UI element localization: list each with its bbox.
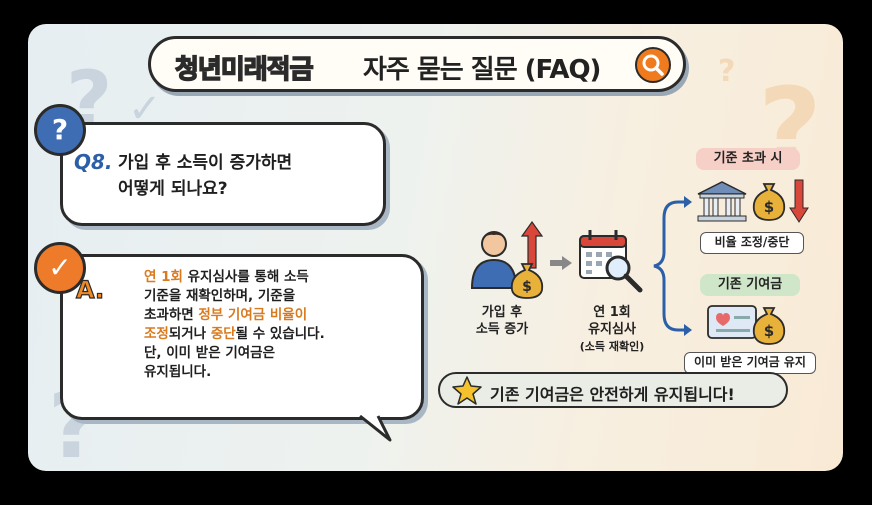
bg-question-mark: ? [718, 54, 736, 89]
answer-highlight: 조정 [144, 326, 169, 342]
keep-label-pill: 기존 기여금 [700, 274, 800, 296]
answer-highlight: 정부 기여금 비율이 [198, 307, 308, 323]
check-icon: ✓ [34, 242, 86, 294]
bg-question-mark: ? [758, 64, 822, 192]
svg-text:$: $ [764, 198, 774, 216]
svg-text:$: $ [522, 279, 532, 295]
down-arrow-icon [789, 179, 809, 223]
answer-text: 연 1회 유지심사를 통해 소득 기준을 재확인하며, 기준을 초과하면 정부 … [144, 268, 414, 382]
answer-line: 유지됩니다. [144, 364, 212, 380]
answer-line: 기준을 재확인하며, 기준을 [144, 288, 296, 304]
question-line: 가입 후 소득이 증가하면 [118, 153, 293, 173]
calendar-icon [579, 230, 643, 293]
answer-bubble [60, 254, 424, 420]
page-title: 청년미래적금 자주 묻는 질문 (FAQ) [148, 36, 686, 92]
question-icon: ? [34, 104, 86, 156]
money-bag-icon: $ [510, 263, 544, 299]
step2-line: 연 1회 [593, 305, 631, 320]
answer-highlight: 연 1회 [144, 269, 183, 285]
question-line: 어떻게 되나요? [118, 179, 228, 199]
step2-line: 유지심사 [588, 322, 636, 337]
government-building-icon [697, 181, 747, 222]
money-bag-icon: $ [752, 307, 786, 345]
branch-brace [653, 196, 692, 336]
answer-span: 될 수 있습니다. [235, 326, 325, 342]
star-icon [452, 376, 482, 405]
keep-result-box: 이미 받은 기여금 유지 [684, 352, 816, 374]
bank-card-icon [707, 305, 757, 339]
over-result-box: 비율 조정/중단 [700, 232, 804, 254]
question-bubble [60, 122, 386, 226]
answer-label: A. [75, 275, 105, 304]
arrow-right-icon [550, 256, 572, 270]
answer-bubble-tail [359, 414, 392, 442]
title-text: 자주 묻는 질문 (FAQ) [363, 55, 601, 85]
money-bag-icon: $ [752, 183, 786, 221]
answer-line: 조정되거나 중단될 수 있습니다. [144, 325, 414, 344]
step1-line: 소득 증가 [475, 322, 529, 337]
step1-label: 가입 후 소득 증가 [462, 304, 542, 338]
question-text: 가입 후 소득이 증가하면 어떻게 되나요? [118, 150, 292, 202]
question-label: Q8. [74, 150, 113, 174]
answer-span: 초과하면 [144, 307, 199, 323]
title-highlight: 청년미래적금 [174, 54, 314, 86]
banner-text: 기존 기여금은 안전하게 유지됩니다! [490, 385, 735, 404]
up-arrow-icon [520, 220, 544, 269]
step1-line: 가입 후 [481, 305, 523, 320]
answer-span: 유지심사를 통해 소득 [182, 269, 309, 285]
svg-text:$: $ [764, 322, 774, 340]
answer-line: 연 1회 유지심사를 통해 소득 [144, 268, 414, 287]
answer-span: 되거나 [168, 326, 211, 342]
answer-highlight: 중단 [210, 326, 236, 342]
answer-line: 초과하면 정부 기여금 비율이 [144, 306, 414, 325]
answer-line: 단, 이미 받은 기여금은 [144, 345, 276, 361]
summary-banner: 기존 기여금은 안전하게 유지됩니다! [438, 372, 788, 408]
over-label-pill: 기준 초과 시 [696, 148, 800, 170]
search-icon [635, 47, 671, 83]
step2-label: 연 1회 유지심사 (소득 재확인) [568, 304, 656, 355]
step2-line: (소득 재확인) [579, 340, 645, 353]
